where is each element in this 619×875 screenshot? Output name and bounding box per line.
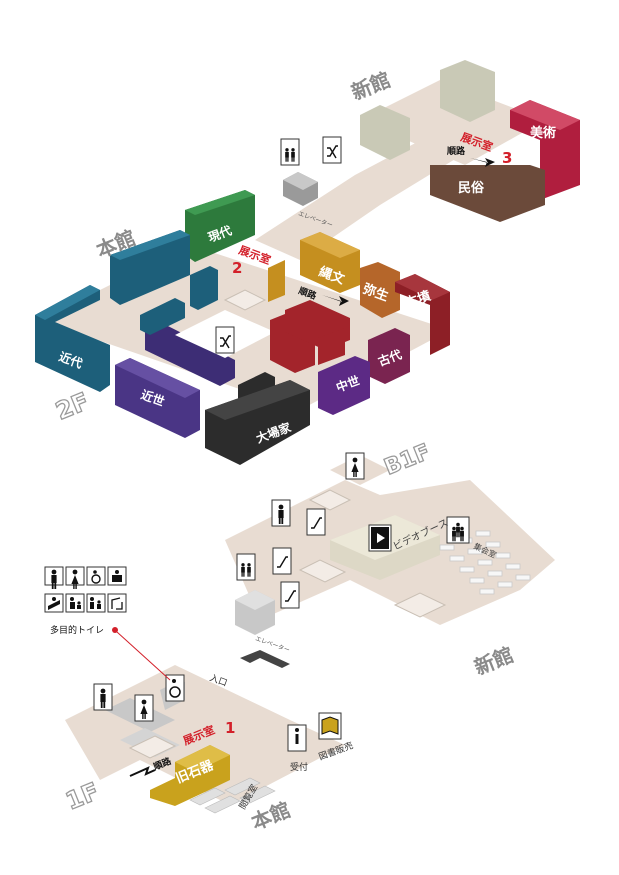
- elevator-icon: [280, 138, 300, 166]
- woman-icon: [345, 452, 365, 480]
- route-label-3: 順路: [446, 145, 466, 157]
- video-icon: [368, 524, 392, 552]
- building-label-shinkan-bottom: 新館: [471, 642, 517, 679]
- building-label-shinkan-top: 新館: [348, 67, 394, 104]
- exhibit-1-num: 1: [225, 719, 235, 737]
- room-label-minzoku: 民俗: [458, 180, 485, 196]
- toilet-legend: 多目的トイレ: [44, 566, 171, 681]
- reading-room-shelves: [189, 777, 276, 814]
- display-case: [190, 266, 218, 310]
- corridor-2f: [255, 130, 470, 260]
- room-jomon[interactable]: 縄文: [300, 232, 360, 293]
- room-kindai[interactable]: 近代: [35, 285, 110, 392]
- exhibit-2-num: 2: [232, 259, 242, 277]
- room-kinsei[interactable]: 近世: [115, 358, 200, 438]
- route-arrow-2: [322, 295, 349, 306]
- info-icon: [287, 724, 307, 752]
- floor-2f: 美術 民俗 展示室 3 順路 エレベーター: [35, 60, 580, 465]
- room-kyusekki[interactable]: 旧石器: [150, 745, 230, 806]
- woman-icon: [65, 566, 85, 589]
- building-label-honkan-bottom: 本館: [248, 797, 294, 834]
- route-arrow-3: [470, 158, 495, 167]
- man-icon: [44, 566, 64, 589]
- legend-leader-line: [116, 631, 171, 681]
- child-seat-icon: [86, 593, 106, 613]
- entrance-arrow[interactable]: [240, 650, 290, 668]
- wheelchair-icon: [165, 674, 185, 702]
- legend-multi-toilet-label: 多目的トイレ: [50, 624, 104, 636]
- book-icon: [318, 712, 342, 740]
- escalator-icon: [280, 581, 300, 609]
- floor-label-1f: 1F: [62, 777, 103, 815]
- gray-block: [360, 105, 410, 160]
- floor-2f-new-slab: [360, 80, 545, 165]
- stairs-b1f: [298, 559, 347, 583]
- floor-b1f: エレベーター: [225, 439, 555, 680]
- room-label-bijutsu: 美術: [530, 125, 556, 141]
- meeting-room-chairs: [439, 530, 531, 595]
- legend-marker: [112, 627, 118, 633]
- display-case: [145, 322, 235, 386]
- gray-block: [440, 60, 495, 122]
- room-oobaya[interactable]: 大場家: [205, 380, 310, 465]
- stairs-b1f: [393, 592, 447, 618]
- room-minzoku[interactable]: 民俗: [430, 165, 545, 222]
- floor-1f: 入口 旧石器 展示室 1 順路: [61, 650, 355, 835]
- woman-icon: [134, 694, 154, 722]
- man-icon: [93, 683, 113, 711]
- escalator-icon: [322, 136, 342, 164]
- stairs-2f: [223, 289, 267, 311]
- man-icon: [271, 499, 291, 527]
- display-case: [318, 328, 345, 365]
- room-teal-top[interactable]: [110, 230, 190, 305]
- ostomate-icon: [107, 566, 127, 586]
- escalator-icon: [306, 508, 326, 536]
- people-icon: [446, 516, 470, 544]
- display-case: [140, 298, 185, 335]
- wheelchair-icon: [86, 566, 106, 586]
- stairs-1f: [128, 735, 177, 759]
- child-seat-icon: [107, 593, 127, 613]
- elevator-icon: [236, 553, 256, 581]
- room-chusei[interactable]: 中世: [318, 356, 370, 415]
- nursing-icon: [65, 593, 85, 613]
- route-arrow-1: [129, 766, 156, 777]
- display-case: [268, 260, 285, 302]
- floor-label-2f: 2F: [52, 387, 93, 425]
- exhibit-3-num: 3: [502, 149, 512, 167]
- floor-label-b1f: B1F: [381, 440, 434, 481]
- escalator-icon: [215, 326, 235, 354]
- room-gendai[interactable]: 現代: [185, 190, 255, 262]
- escalator-icon: [272, 547, 292, 575]
- stairs-b1f: [308, 489, 352, 511]
- room-kodai[interactable]: 古代: [368, 328, 410, 384]
- label-uketsuke: 受付: [290, 761, 308, 773]
- baby-changing-icon: [44, 593, 64, 613]
- room-yayoi[interactable]: 弥生: [360, 262, 400, 318]
- room-bijutsu[interactable]: 美術: [510, 100, 580, 200]
